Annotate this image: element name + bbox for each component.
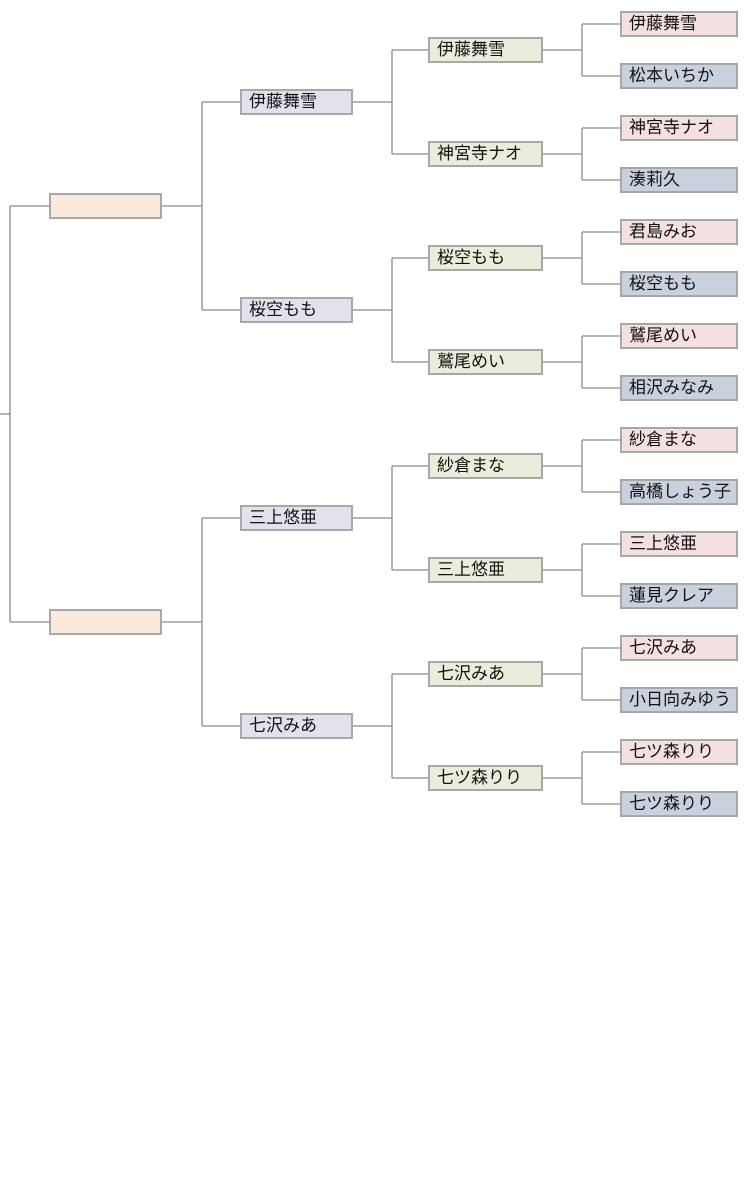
bracket-entry-box: 桜空もも [620, 271, 738, 297]
bracket-entry-box: 七沢みあ [620, 635, 738, 661]
bracket-entry-box: 三上悠亜 [620, 531, 738, 557]
bracket-entry-box: 七ツ森りり [620, 739, 738, 765]
bracket-entry-box: 鷲尾めい [620, 323, 738, 349]
bracket-match-box: 桜空もも [428, 245, 543, 271]
bracket-match-box: 伊藤舞雪 [428, 37, 543, 63]
bracket-entry-box: 君島みお [620, 219, 738, 245]
bracket-entry-box: 紗倉まな [620, 427, 738, 453]
bracket-match-box: 七沢みあ [240, 713, 353, 739]
bracket-entry-box: 相沢みなみ [620, 375, 738, 401]
bracket-match-box [49, 609, 162, 635]
bracket-entry-box: 湊莉久 [620, 167, 738, 193]
bracket-match-box: 三上悠亜 [240, 505, 353, 531]
bracket-match-box [49, 193, 162, 219]
bracket-entry-box: 松本いちか [620, 63, 738, 89]
bracket-match-box: 桜空もも [240, 297, 353, 323]
bracket-match-box: 七沢みあ [428, 661, 543, 687]
bracket-entry-box: 小日向みゆう [620, 687, 738, 713]
bracket-match-box: 神宮寺ナオ [428, 141, 543, 167]
bracket-entry-box: 七ツ森りり [620, 791, 738, 817]
bracket-match-box: 紗倉まな [428, 453, 543, 479]
bracket-match-box: 七ツ森りり [428, 765, 543, 791]
bracket-entry-box: 高橋しょう子 [620, 479, 738, 505]
bracket-entry-box: 蓮見クレア [620, 583, 738, 609]
bracket-entry-box: 神宮寺ナオ [620, 115, 738, 141]
bracket-match-box: 三上悠亜 [428, 557, 543, 583]
bracket-entry-box: 伊藤舞雪 [620, 11, 738, 37]
bracket-match-box: 鷲尾めい [428, 349, 543, 375]
bracket-match-box: 伊藤舞雪 [240, 89, 353, 115]
